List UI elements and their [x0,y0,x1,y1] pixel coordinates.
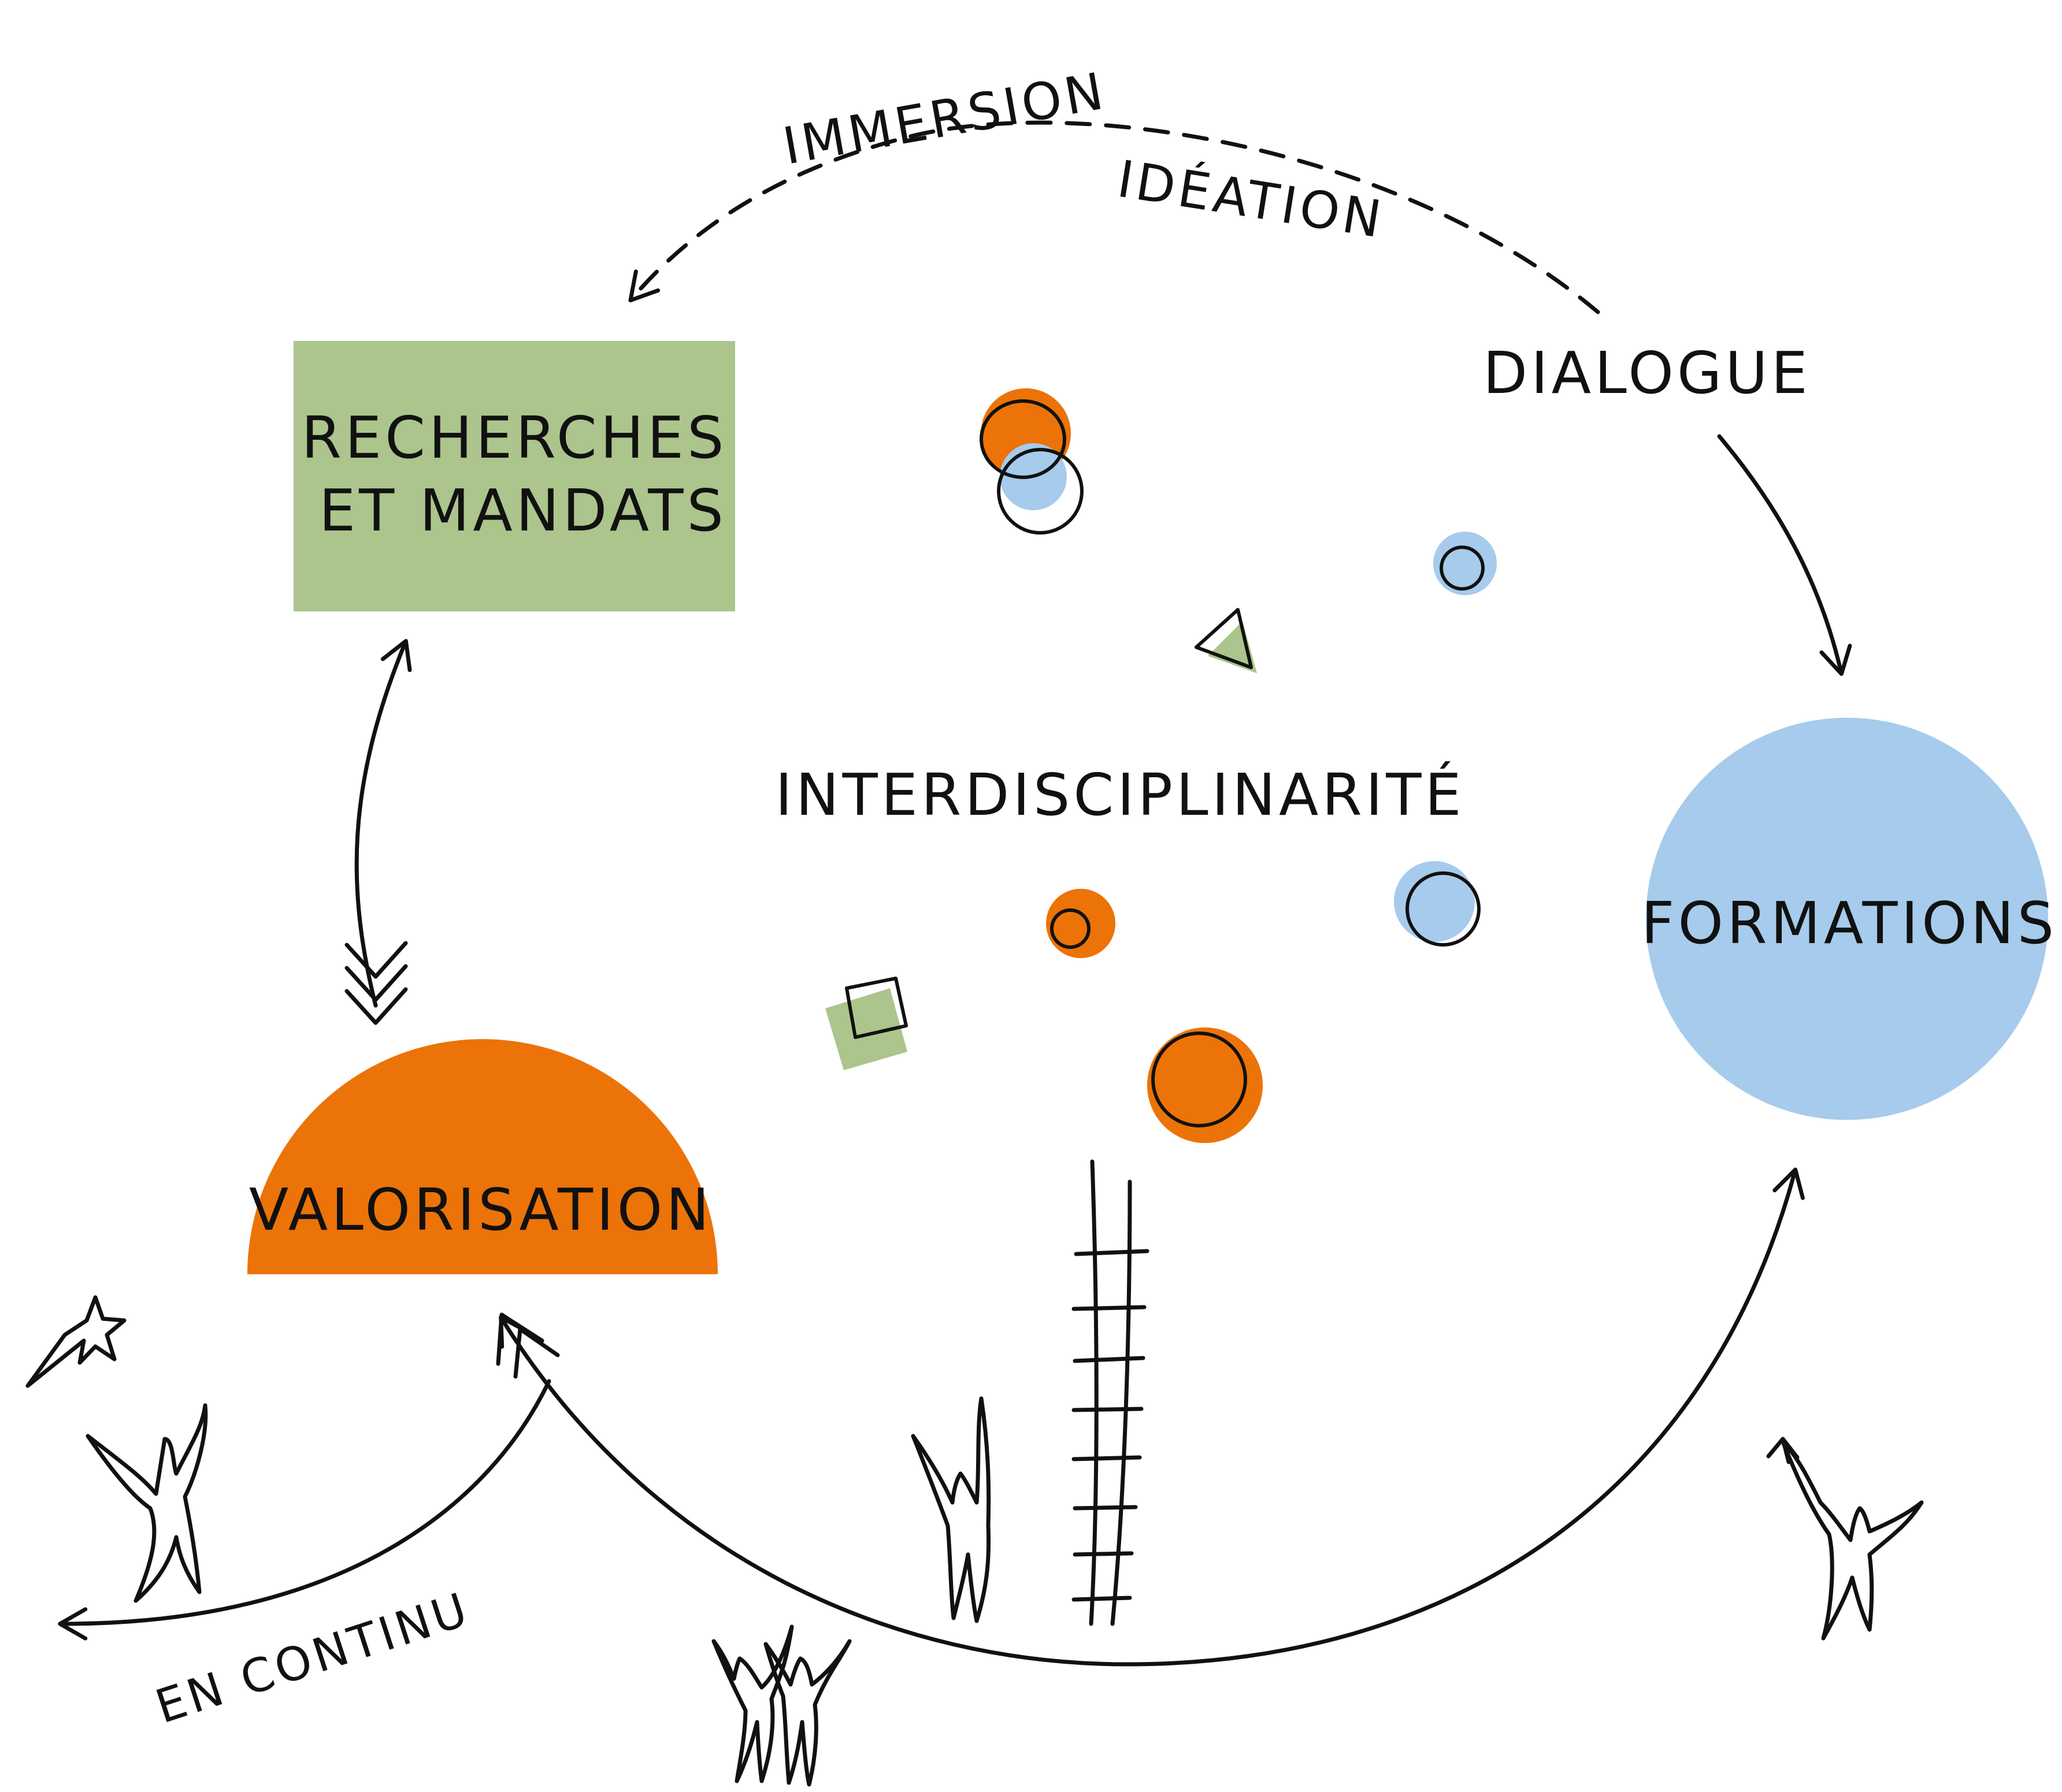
dialogue-to-formations-arrow [1717,434,1852,676]
person-figure-bottom-1 [711,1624,794,1783]
outline-circle-mid [1050,908,1091,949]
recherches-label-line1: RECHERCHES [301,404,727,472]
ladder-rail-right [1110,1179,1132,1626]
square-outline [845,977,908,1039]
person-figure-mid [911,1396,991,1623]
person-arrow-up [1766,1437,1800,1464]
interdisciplinarite-label: INTERDISCIPLINARITÉ [775,761,1464,829]
outline-circle-top-1 [980,399,1066,479]
outline-circle-large [1151,1032,1247,1127]
formations-circle [1646,718,2048,1120]
triangle-outline [1195,608,1253,669]
immersion-ideation-dashed-arrow [628,120,1600,314]
floating-shapes [825,388,1497,1143]
immersion-label: IMMERSION [778,61,1111,176]
en-continu-arrow [58,1379,551,1641]
recherches-node: RECHERCHES ET MANDATS [294,341,735,611]
outline-circle-right-mid [1405,871,1481,947]
recherches-valorisation-double-arrow [354,639,412,1008]
dialogue-label: DIALOGUE [1483,339,1811,407]
outline-circle-right-top [1440,546,1485,591]
ladder-rungs [1071,1249,1149,1602]
formations-label: FORMATIONS [1641,889,2057,957]
triple-arrowhead-valorisation [496,1312,560,1379]
valorisation-formations-arc-arrow [499,1167,1805,1667]
recherches-box [294,341,735,611]
valorisation-node: VALORISATION [247,1039,718,1274]
recherches-label-line2: ET MANDATS [319,477,727,544]
orange-dot-large [1147,1027,1263,1143]
outline-circle-top-2 [997,448,1084,535]
ideation-label: IDÉATION [1114,149,1389,250]
person-figure-right [1781,1439,1924,1641]
multi-chevron-arrowhead [344,941,408,1025]
blue-dot-right-mid [1394,861,1475,942]
valorisation-label: VALORISATION [249,1176,713,1244]
person-figure-bottom-2 [763,1639,852,1787]
ladder-illustration [1071,1159,1149,1626]
star-icon [25,1295,127,1388]
en-continu-label: EN CONTINU [149,1582,476,1734]
orange-dot-mid [1046,889,1115,958]
formations-node: FORMATIONS [1641,718,2057,1120]
person-figure-left [86,1403,208,1603]
green-square [825,988,907,1070]
